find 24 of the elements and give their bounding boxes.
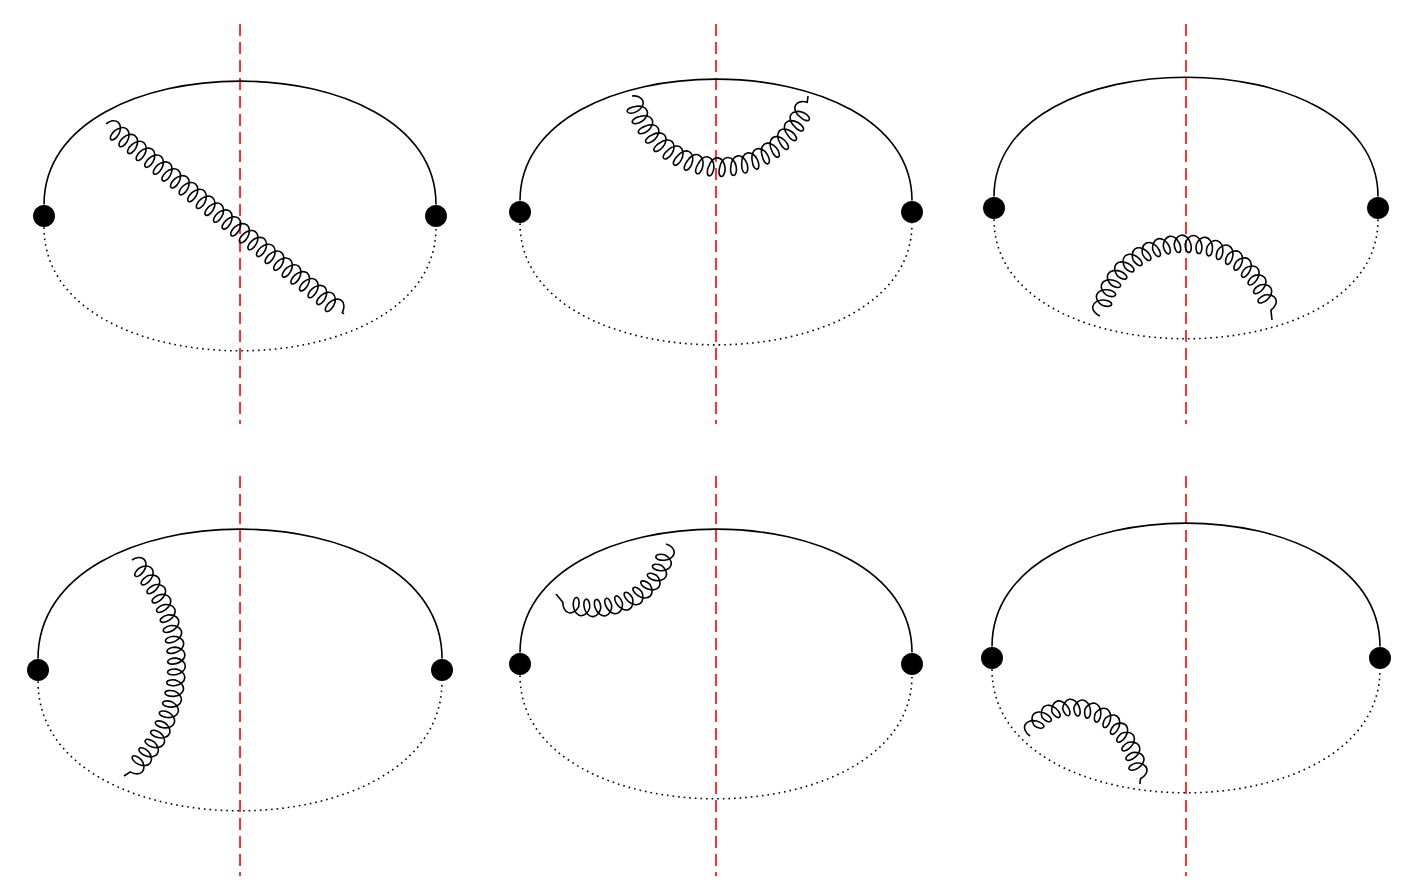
propagator-line [43,80,437,206]
propagator-line [519,528,913,654]
vertex-dot [981,646,1003,669]
vertex-dot [901,652,923,675]
vertex-dot [1369,646,1391,669]
vertex-dot [509,200,531,223]
dotted-line [43,226,437,352]
vertex-dot [425,205,447,227]
vertex-dot [509,652,531,675]
vertex-dot [431,658,453,681]
dotted-line [993,218,1379,340]
vertex-dot [27,658,49,681]
propagator-line [993,76,1379,198]
dotted-line [991,668,1381,794]
propagator-line [519,78,913,202]
dotted-line [37,680,443,812]
propagator-line [37,528,443,660]
propagator-line [991,522,1381,648]
vertex-dot [1367,196,1389,219]
vertex-dot [33,205,55,227]
dotted-line [519,674,913,800]
dotted-line [519,222,913,346]
vertex-dot [901,200,923,223]
vertex-dot [983,196,1005,219]
